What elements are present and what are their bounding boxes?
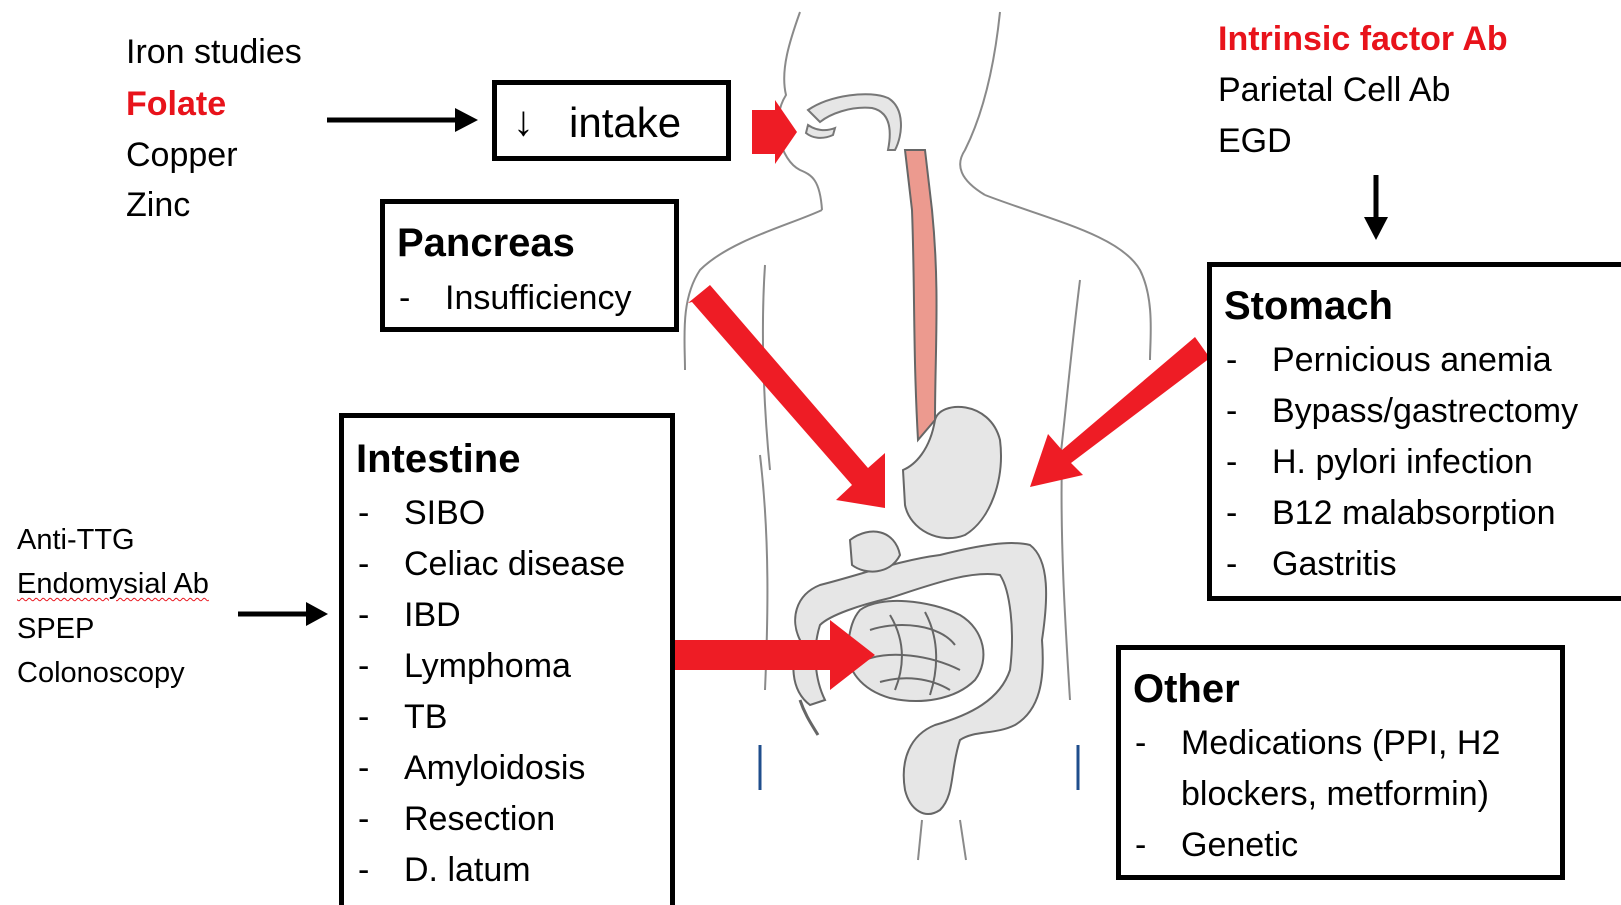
intestine-test-anti-ttg: Anti-TTG: [17, 518, 135, 562]
intake-test-zinc: Zinc: [126, 180, 190, 230]
stomach-test-egd: EGD: [1218, 116, 1292, 166]
other-item: -Genetic: [1135, 820, 1565, 871]
intestine-item: -Resection: [358, 794, 668, 845]
stomach-item: -Gastritis: [1226, 539, 1621, 590]
other-item: -Medications (PPI, H2: [1135, 718, 1565, 769]
pancreas-red-arrow: [688, 285, 885, 508]
stomach-item: -Pernicious anemia: [1226, 335, 1621, 386]
intestine-test-colonoscopy: Colonoscopy: [17, 651, 185, 695]
stomach-item: -Bypass/gastrectomy: [1226, 386, 1621, 437]
other-item-continuation: blockers, metformin): [1135, 769, 1565, 820]
intake-label: intake: [569, 95, 681, 151]
stomach-test-parietal-cell: Parietal Cell Ab: [1218, 65, 1450, 115]
intestine-item: -Celiac disease: [358, 539, 668, 590]
intestine-item: -SIBO: [358, 488, 668, 539]
intestine-red-arrow: [675, 620, 875, 690]
list-dash: -: [399, 273, 410, 324]
stomach-box: Stomach -Pernicious anemia -Bypass/gastr…: [1207, 262, 1621, 601]
intestine-test-spep: SPEP: [17, 607, 94, 651]
intake-red-arrow: [752, 100, 797, 164]
stomach-test-intrinsic-factor: Intrinsic factor Ab: [1218, 14, 1508, 64]
intestine-item: -TB: [358, 692, 668, 743]
esophagus: [905, 150, 937, 440]
mouth-illustration: [806, 94, 901, 150]
stomach-item: -H. pylori infection: [1226, 437, 1621, 488]
pancreas-title: Pancreas: [397, 218, 575, 268]
intake-test-copper: Copper: [126, 130, 238, 180]
down-arrow-icon: ↓: [513, 93, 534, 149]
pancreas-item: - Insufficiency: [399, 273, 669, 324]
intestine-item: -IBD: [358, 590, 668, 641]
intake-test-folate: Folate: [126, 79, 226, 129]
intake-test-iron: Iron studies: [126, 27, 302, 77]
intestine-title: Intestine: [356, 434, 520, 484]
other-title: Other: [1133, 664, 1240, 714]
intestine-item: -D. latum: [358, 845, 668, 896]
intake-box: ↓ intake: [492, 80, 731, 161]
stomach-red-arrow: [1030, 337, 1210, 487]
intestine-box: Intestine -SIBO -Celiac disease -IBD -Ly…: [339, 413, 675, 905]
red-arrows: [675, 100, 1210, 690]
pancreas-box: Pancreas - Insufficiency: [380, 199, 679, 332]
stomach-title: Stomach: [1224, 281, 1393, 331]
stomach-item: -B12 malabsorption: [1226, 488, 1621, 539]
intestine-item: -Amyloidosis: [358, 743, 668, 794]
intestine-item: -Lymphoma: [358, 641, 668, 692]
intestine-test-endomysial: Endomysial Ab: [17, 562, 209, 606]
other-box: Other -Medications (PPI, H2 blockers, me…: [1116, 645, 1565, 880]
